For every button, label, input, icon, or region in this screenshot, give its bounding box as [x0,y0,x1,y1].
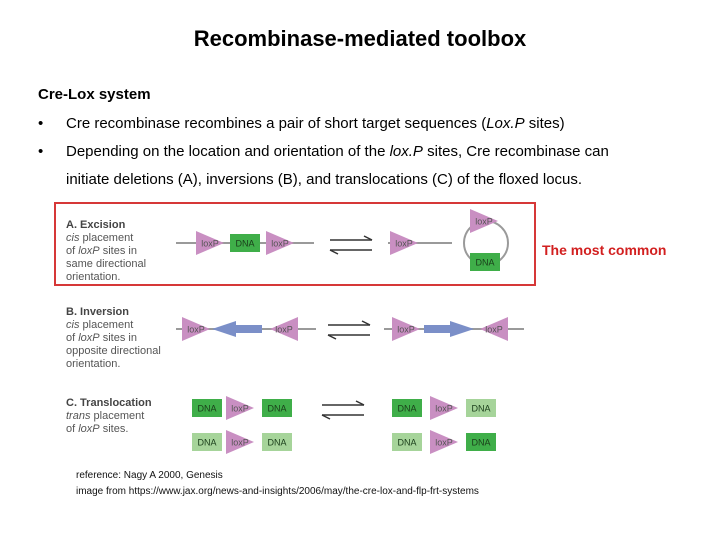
dna-segment-box [192,433,222,451]
loxp-label: loxP [485,325,503,335]
panel-c-heading: C. Translocation [66,397,152,409]
forward-arrowhead [355,400,365,406]
loxp-label: loxP [275,325,293,335]
dna-segment-box [262,433,292,451]
dna-segment-box [192,399,222,417]
loxp-site-triangle [430,396,458,420]
loxp-label: loxP [271,239,289,249]
loxp-label: loxP [397,325,415,335]
dna-label: DNA [267,438,286,448]
loxp-site-triangle [270,317,298,341]
bullet-marker: • [38,143,44,160]
loxp-site-triangle [226,396,254,420]
bullet-2-continuation: initiate deletions (A), inversions (B), … [66,171,583,188]
forward-arrowhead [363,235,373,241]
reverse-arrowhead [327,334,337,340]
bullet-2-text: Depending on the location and orientatio… [66,143,609,160]
image-source: image from https://www.jax.org/news-and-… [76,486,479,497]
loxp-site-triangle [390,231,418,255]
page-title: Recombinase-mediated toolbox [193,26,527,51]
forward-arrowhead [361,320,371,326]
loxp-label: loxP [475,217,493,227]
bullet-marker: • [38,115,44,132]
section-heading: Cre-Lox system [38,86,151,103]
dna-segment-box [392,399,422,417]
dna-label: DNA [471,438,490,448]
panel-a-label: A. Excision cis placement of loxP sites … [66,219,147,283]
dna-label: DNA [235,239,254,249]
excision-highlight-box [54,202,536,286]
reverse-arrowhead [329,249,339,255]
loxp-site-triangle [226,430,254,454]
loxp-label: loxP [231,438,249,448]
dna-label: DNA [471,404,490,414]
loxp-site-triangle [430,430,458,454]
dna-segment-box [262,399,292,417]
loxp-label: loxP [435,404,453,414]
dna-label: DNA [197,404,216,414]
inverted-segment-arrow [424,321,474,337]
most-common-annotation: The most common [542,242,667,258]
loxp-label: loxP [187,325,205,335]
dna-label: DNA [475,258,494,268]
dna-segment-box [230,234,260,252]
dna-label: DNA [397,404,416,414]
loxp-site-triangle [480,317,508,341]
dna-label: DNA [267,404,286,414]
reference-citation: reference: Nagy A 2000, Genesis [76,470,223,481]
loxp-site-triangle [392,317,420,341]
loxp-label: loxP [395,239,413,249]
reverse-arrowhead [321,414,331,420]
panel-a-heading: A. Excision [66,219,126,231]
panel-b-heading: B. Inversion [66,306,129,318]
panel-b-label: B. Inversion cis placement of loxP sites… [66,306,161,370]
inverted-segment-arrow [212,321,262,337]
loxp-label: loxP [231,404,249,414]
panel-c-label: C. Translocation trans placement of loxP… [66,397,152,435]
dna-label: DNA [197,438,216,448]
loxp-site-triangle [266,231,294,255]
loxp-label: loxP [201,239,219,249]
loxp-site-triangle [182,317,210,341]
dna-label: DNA [397,438,416,448]
dna-segment-box [466,399,496,417]
dna-segment-box [466,433,496,451]
loxp-label: loxP [435,438,453,448]
bullet-1-text: Cre recombinase recombines a pair of sho… [66,115,565,132]
dna-segment-box [470,253,500,271]
dna-segment-box [392,433,422,451]
loxp-site-triangle [470,209,498,233]
loxp-site-triangle [196,231,224,255]
